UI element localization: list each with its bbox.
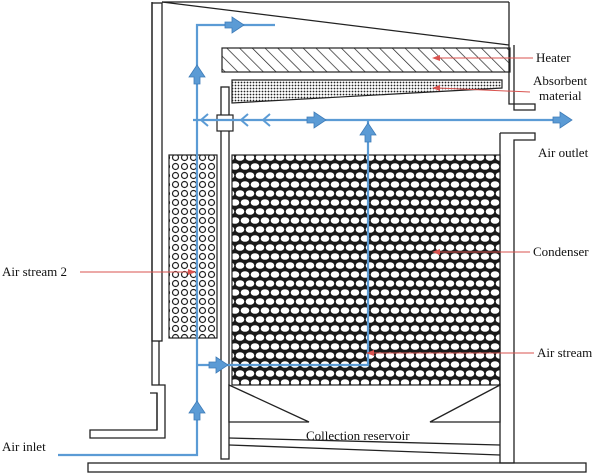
return-chevrons (199, 113, 271, 127)
heat-exchanger-column (168, 154, 218, 339)
base-plate (87, 462, 587, 473)
callout-absorbent-arrowhead (432, 85, 440, 91)
arrow-stream-up (359, 122, 377, 143)
chevron-left-2 (239, 113, 249, 127)
reservoir-floor (228, 437, 501, 446)
air-stream-path (197, 120, 370, 367)
chevron-left-3 (261, 113, 271, 127)
valve-box (216, 114, 234, 132)
arrow-inlet-up-1 (188, 400, 206, 421)
right-upper-wall (508, 45, 536, 111)
callout-air-stream-2-arrowhead (188, 269, 196, 275)
callout-air-stream-arrowhead (366, 350, 374, 356)
left-wall-upper (151, 2, 163, 342)
structure (87, 1, 587, 473)
airflow-arrows (188, 16, 573, 421)
right-lower-wall (499, 132, 536, 464)
callout-absorbent (437, 87, 531, 93)
reservoir-slope (228, 444, 501, 456)
inner-divider (220, 86, 230, 460)
heater-block (221, 47, 511, 73)
label-heater: Heater (536, 50, 571, 65)
label-absorbent-line2: material (539, 88, 582, 103)
absorbent-material-wedge (231, 79, 503, 104)
arrow-outlet-right-2 (552, 111, 573, 129)
arrow-outlet-right-1 (306, 111, 327, 129)
arrow-top-right (224, 16, 245, 34)
label-air-stream-2: Air stream 2 (2, 264, 67, 279)
arrow-inlet-up-2 (188, 64, 206, 85)
reservoir-wedge-left (228, 383, 310, 423)
label-air-inlet: Air inlet (2, 439, 46, 454)
label-condenser: Condenser (533, 244, 589, 259)
callouts (80, 57, 534, 354)
left-outer-wall (89, 2, 166, 439)
chevron-left-1 (199, 113, 209, 127)
roof-slope (161, 1, 510, 46)
callout-heater-arrowhead (432, 55, 440, 61)
arrow-stream-right (208, 356, 229, 374)
callout-arrowheads (188, 55, 440, 356)
reservoir-wedge-right (429, 383, 501, 423)
label-collection-reservoir: Collection reservoir (306, 428, 410, 443)
label-absorbent-line1: Absorbent (533, 73, 588, 88)
label-air-stream: Air stream (537, 345, 592, 360)
condenser-block (231, 154, 501, 386)
label-air-outlet: Air outlet (538, 145, 589, 160)
callout-condenser-arrowhead (432, 249, 440, 255)
